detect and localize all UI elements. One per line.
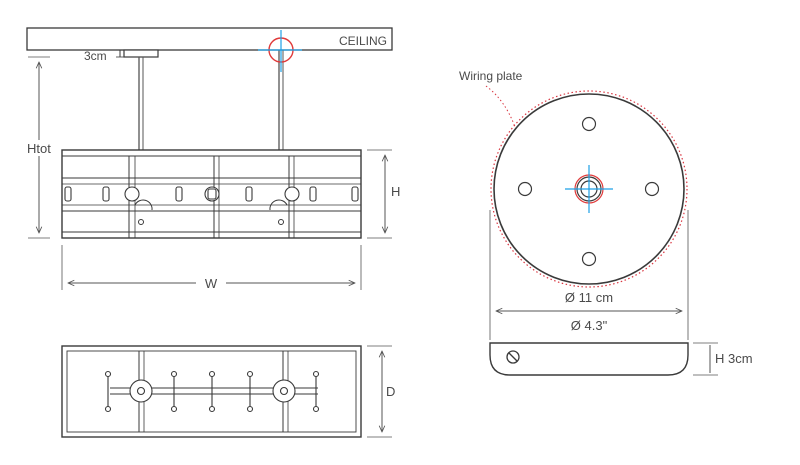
crosshair-icon — [565, 165, 613, 213]
total-height-label: Htot — [27, 141, 51, 156]
depth-label: D — [386, 384, 395, 399]
wiring-plate-outline — [490, 90, 688, 288]
diameter-cm-label: Ø 11 cm — [565, 290, 613, 305]
wiring-plate-side — [489, 342, 689, 376]
canopy — [123, 49, 159, 58]
canopy-height-label: 3cm — [84, 49, 107, 63]
screw-icon — [506, 350, 520, 364]
top-view: D — [61, 345, 395, 438]
fixture-front — [61, 149, 362, 239]
wiring-plate-label: Wiring plate — [459, 69, 523, 83]
crosshair-icon — [258, 30, 302, 72]
wiring-plate-view: Wiring plate Ø 11 cm Ø 4.3" — [459, 69, 753, 376]
diameter-in-label: Ø 4.3" — [571, 318, 608, 333]
ceiling-bar — [26, 27, 393, 51]
plate-height-label: H 3cm — [715, 351, 753, 366]
width-label: W — [205, 276, 218, 291]
front-view: CEILING 3cm — [26, 27, 400, 292]
ceiling-label: CEILING — [339, 34, 387, 48]
fixture-height-label: H — [391, 184, 400, 199]
